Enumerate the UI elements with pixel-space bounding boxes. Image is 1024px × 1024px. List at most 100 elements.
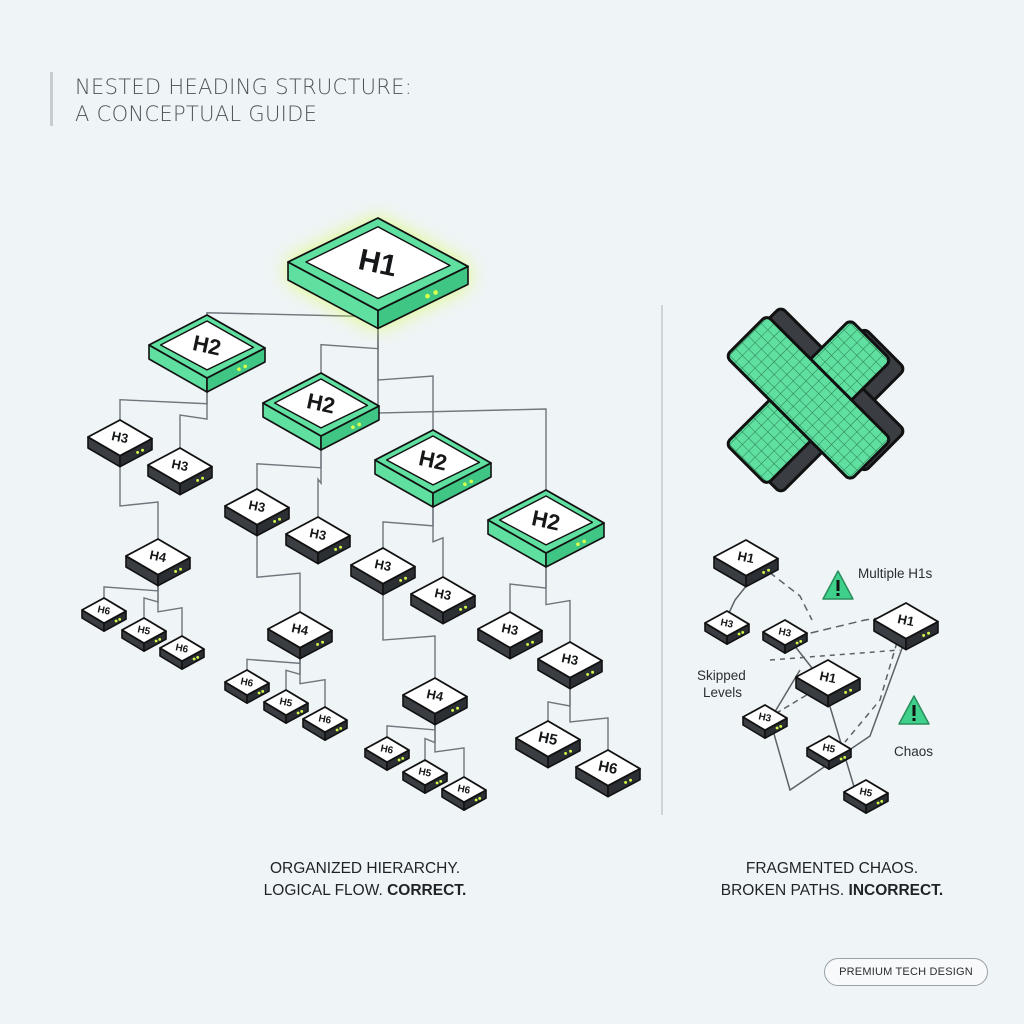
heading-node-h3: H3 — [704, 610, 750, 645]
heading-node-h3: H3 — [477, 611, 543, 660]
warning-icon — [822, 570, 854, 600]
heading-node-label: H3 — [433, 585, 452, 603]
heading-node-h1: H1 — [287, 217, 469, 330]
heading-node-h5: H5 — [402, 759, 448, 794]
heading-node-label: H6 — [597, 758, 619, 779]
note-skipped-levels-line-1: Skipped — [697, 668, 746, 683]
heading-node-h3: H3 — [147, 447, 213, 496]
connector-line — [299, 649, 326, 712]
heading-node-h3: H3 — [410, 576, 476, 625]
connector-line — [157, 576, 183, 641]
heading-node-h5: H5 — [806, 735, 852, 770]
connector-line — [256, 526, 301, 619]
correct-caption-line-1: ORGANIZED HIERARCHY. — [269, 860, 461, 877]
heading-node-h5: H5 — [515, 720, 581, 769]
heading-node-label: H2 — [191, 330, 224, 360]
heading-node-label: H3 — [373, 556, 392, 574]
heading-node-h1: H1 — [713, 539, 779, 588]
heading-node-h3: H3 — [285, 516, 351, 565]
heading-node-label: H5 — [136, 624, 151, 638]
heading-node-h6: H6 — [364, 736, 410, 771]
heading-node-h6: H6 — [302, 706, 348, 741]
heading-node-h2: H2 — [148, 314, 266, 393]
cross-mark-icon — [726, 307, 905, 493]
premium-badge: PREMIUM TECH DESIGN — [824, 958, 988, 986]
heading-node-h6: H6 — [159, 635, 205, 670]
heading-node-label: H2 — [417, 445, 450, 475]
heading-node-label: H5 — [821, 742, 836, 756]
heading-node-h3: H3 — [742, 704, 788, 739]
warning-icon — [898, 695, 930, 725]
connector-line — [569, 679, 609, 757]
incorrect-caption-verdict: INCORRECT. — [848, 882, 944, 899]
heading-node-label: H3 — [560, 650, 579, 668]
page-title-line-2: A CONCEPTUAL GUIDE — [75, 102, 318, 126]
heading-node-h5: H5 — [843, 779, 889, 814]
incorrect-caption-line-2: BROKEN PATHS. INCORRECT. — [672, 880, 992, 902]
heading-node-label: H3 — [308, 525, 327, 543]
incorrect-caption-line-1: FRAGMENTED CHAOS. — [745, 860, 919, 877]
heading-node-label: H6 — [96, 604, 111, 618]
heading-node-label: H2 — [530, 505, 563, 535]
correct-caption-verdict: CORRECT. — [387, 882, 467, 899]
heading-node-h1: H1 — [873, 602, 939, 651]
heading-node-h3: H3 — [87, 419, 153, 468]
heading-node-label: H6 — [239, 676, 254, 690]
heading-node-label: H1 — [818, 668, 837, 686]
heading-node-label: H6 — [174, 642, 189, 656]
broken-connector — [769, 639, 906, 792]
heading-node-label: H3 — [247, 497, 266, 515]
heading-node-h2: H2 — [487, 489, 605, 568]
heading-node-label: H6 — [379, 743, 394, 757]
broken-connector — [844, 631, 901, 743]
heading-node-label: H5 — [417, 766, 432, 780]
heading-node-label: H1 — [356, 243, 400, 283]
heading-node-h6: H6 — [441, 776, 487, 811]
heading-node-label: H3 — [777, 626, 792, 640]
connector-line — [382, 585, 436, 685]
heading-node-label: H3 — [757, 711, 772, 725]
connector-line — [432, 490, 444, 584]
broken-connector — [769, 649, 901, 661]
heading-node-label: H3 — [110, 428, 129, 446]
heading-node-h3: H3 — [537, 641, 603, 690]
heading-node-h6: H6 — [224, 669, 270, 704]
connector-line — [119, 457, 159, 546]
heading-node-h3: H3 — [350, 547, 416, 596]
note-skipped-levels-line-2: Levels — [703, 685, 743, 700]
heading-node-label: H4 — [425, 686, 445, 704]
note-chaos: Chaos — [894, 744, 934, 759]
connector-line — [434, 715, 465, 782]
heading-node-label: H3 — [719, 617, 734, 631]
heading-node-h1: H1 — [795, 659, 861, 708]
heading-node-h5: H5 — [121, 617, 167, 652]
heading-node-label: H4 — [290, 620, 310, 638]
heading-node-label: H4 — [148, 547, 168, 565]
connector-line — [179, 375, 208, 455]
heading-node-h2: H2 — [374, 429, 492, 508]
heading-node-label: H2 — [305, 388, 338, 418]
heading-node-h2: H2 — [262, 372, 380, 451]
incorrect-caption-prefix: BROKEN PATHS. — [720, 882, 849, 899]
heading-node-label: H5 — [858, 786, 873, 800]
heading-node-h3: H3 — [224, 488, 290, 537]
heading-node-label: H6 — [317, 713, 332, 727]
heading-node-label: H6 — [456, 783, 471, 797]
heading-node-h6: H6 — [81, 597, 127, 632]
heading-node-h4: H4 — [402, 677, 468, 726]
broken-connector — [759, 564, 813, 621]
connector-line — [377, 304, 547, 502]
heading-node-label: H3 — [170, 456, 189, 474]
note-multiple-h1s: Multiple H1s — [858, 566, 933, 581]
heading-nodes: H1H2H2H2H2H3H3H4H6H5H6H3H3H4H6H5H6H3H3H4… — [81, 217, 939, 814]
heading-node-h4: H4 — [125, 538, 191, 587]
heading-node-h6: H6 — [575, 749, 641, 798]
connector-line — [545, 550, 571, 649]
heading-node-h4: H4 — [267, 611, 333, 660]
heading-node-label: H1 — [896, 611, 915, 629]
note-skipped-levels: Skipped Levels — [697, 667, 746, 701]
heading-node-label: H1 — [736, 548, 755, 566]
page-title: NESTED HEADING STRUCTURE: A CONCEPTUAL G… — [75, 74, 412, 128]
